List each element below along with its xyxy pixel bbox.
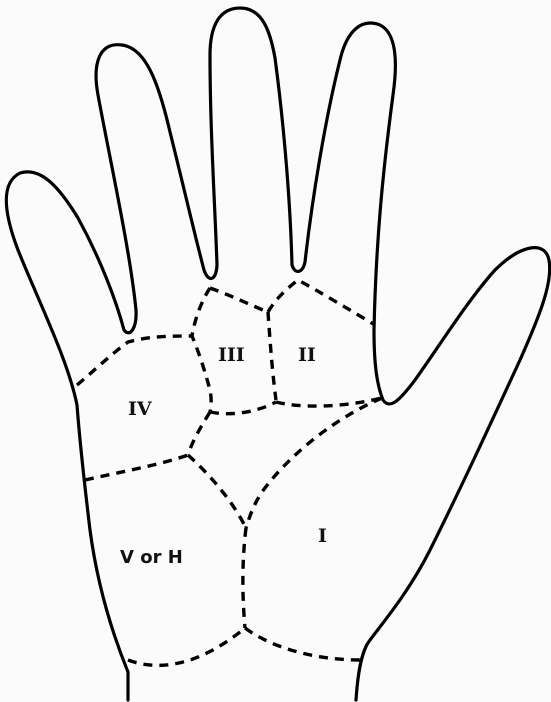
region-ii-label: II [298,344,316,366]
boundary-iv-bottom [85,455,188,480]
boundary-i-upper [246,398,382,528]
boundary-v-upper-right [188,455,246,528]
boundary-v-i [243,528,246,628]
region-iv-label: IV [128,398,153,420]
hand-outline [6,8,549,700]
boundary-iv-right [188,412,210,455]
boundary-iii-bottom [210,402,276,414]
boundary-iii-left [192,288,211,412]
region-iii-label: III [218,344,245,366]
boundary-iii-ii [268,312,276,400]
boundary-ii-top [268,280,375,325]
boundary-upper-palm-left [77,336,192,385]
boundary-wrist-right [245,628,360,660]
region-i-label: I [318,525,327,547]
region-v-label: V or H [120,547,183,568]
boundary-iii-top [210,288,268,312]
boundary-wrist-left [128,628,245,665]
